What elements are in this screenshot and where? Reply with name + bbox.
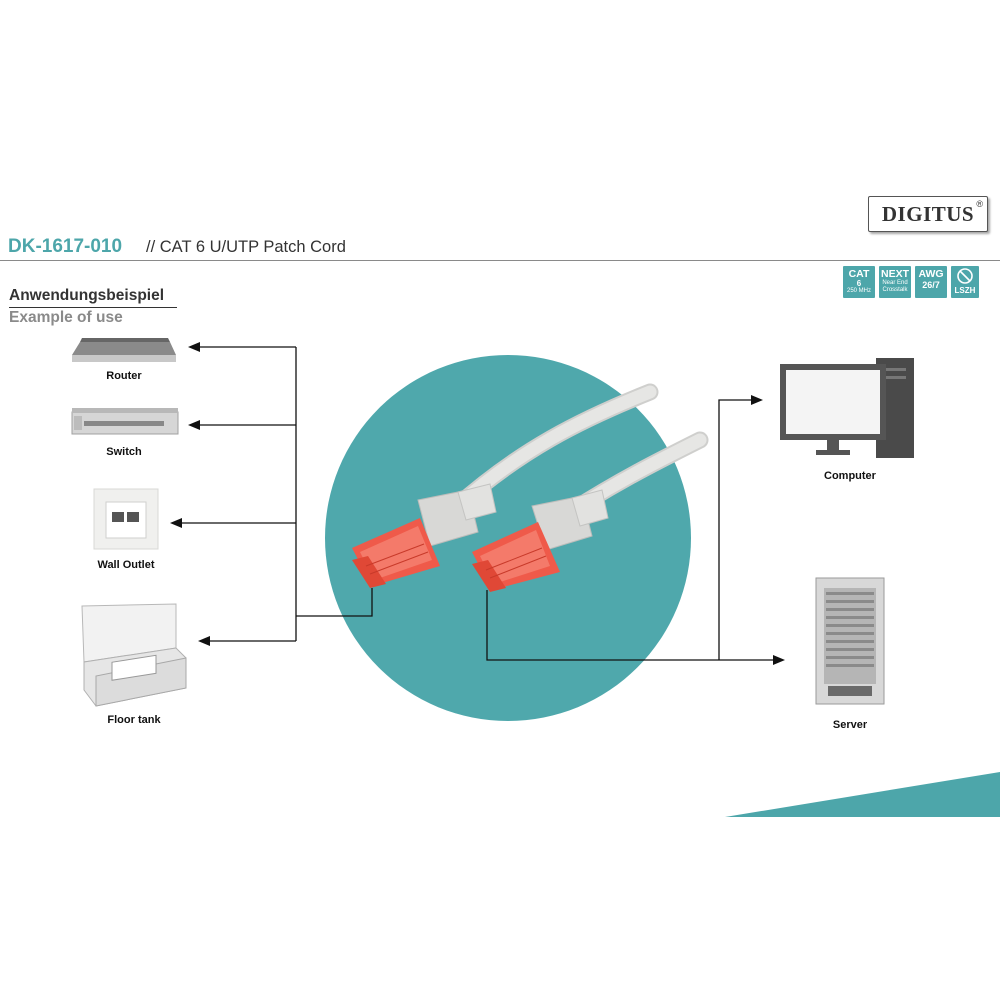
digitus-logo: DIGITUS ® <box>868 196 988 232</box>
arrowheads <box>170 342 785 665</box>
title-divider <box>0 260 1000 261</box>
wall-outlet-label: Wall Outlet <box>97 559 155 571</box>
logo-text: DIGITUS <box>881 202 975 226</box>
wall-outlet-icon <box>93 488 159 550</box>
badge-lszh-bottom: LSZH <box>954 286 976 295</box>
halogen-free-icon <box>957 268 973 284</box>
router-label: Router <box>106 370 142 382</box>
badge-awg-top: AWG <box>918 268 944 280</box>
section-heading-divider <box>9 307 177 308</box>
section-heading-en: Example of use <box>9 309 123 326</box>
computer-icon <box>780 358 914 458</box>
rj45-connector-right <box>472 489 609 592</box>
server-icon <box>815 577 885 705</box>
product-title: // CAT 6 U/UTP Patch Cord <box>146 238 346 256</box>
rj45-connector-left <box>352 483 497 588</box>
floor-tank-icon <box>81 603 187 707</box>
badge-next-middle: Near End <box>882 280 908 286</box>
badge-cat-top: CAT <box>848 268 870 280</box>
server-label: Server <box>832 719 868 731</box>
badge-next: NEXT Near End Crosstalk <box>879 266 911 298</box>
badge-cat-middle: 6 <box>856 279 862 288</box>
badge-awg: AWG 26/7 <box>915 266 947 298</box>
product-sku: DK-1617-010 <box>8 236 123 257</box>
badge-next-bottom: Crosstalk <box>882 287 908 293</box>
switch-icon <box>71 408 179 435</box>
badge-awg-bottom: 26/7 <box>922 280 940 290</box>
badge-next-top: NEXT <box>880 268 909 280</box>
accent-stripe <box>725 772 1000 817</box>
section-heading-de: Anwendungsbeispiel <box>9 287 165 304</box>
badge-lszh: LSZH <box>951 266 979 298</box>
floor-tank-label: Floor tank <box>107 714 161 726</box>
registered-mark: ® <box>976 199 983 209</box>
router-icon <box>72 338 176 362</box>
badge-cat6: CAT 6 250 MHz <box>843 266 875 298</box>
computer-label: Computer <box>824 470 876 482</box>
connection-lines <box>180 346 774 661</box>
switch-label: Switch <box>106 446 142 458</box>
badge-cat-bottom: 250 MHz <box>846 288 871 294</box>
